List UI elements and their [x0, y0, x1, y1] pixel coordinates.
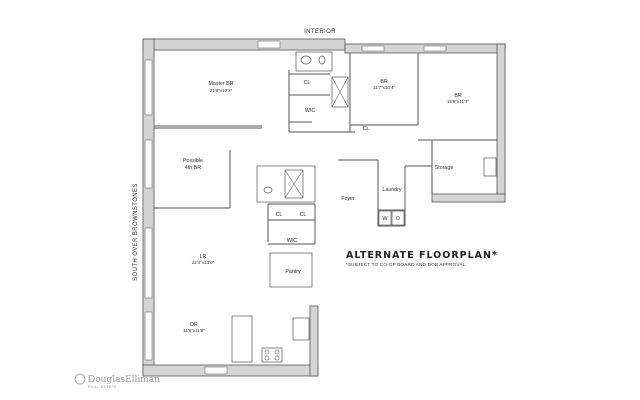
south-label: SOUTH OVER BROWNSTONES [133, 183, 139, 281]
toilet-icon [318, 55, 326, 65]
sink-center-icon [263, 186, 273, 194]
stove-icon [261, 347, 283, 363]
dryer-box [391, 210, 405, 226]
laundry-label: Laundry [382, 187, 401, 193]
interior-walls [154, 51, 497, 363]
lr-dim: 22'4"x13'9" [192, 260, 215, 265]
wall-bottom [142, 364, 319, 377]
kitchen-island [231, 315, 253, 363]
br2-label: BR [454, 93, 462, 99]
br1-dim: 11'7"x10'4" [373, 85, 396, 90]
wic-top-label: WIC [305, 108, 315, 114]
closet-mid2-label: CL [300, 212, 307, 218]
window-lr [144, 227, 153, 299]
window-bottom [204, 366, 228, 375]
wall-right [496, 43, 506, 203]
possible-br-label-2: 4th BR [185, 165, 201, 171]
br2-dim: 15'8"x11'7" [447, 99, 470, 104]
brand-name: DouglasElliman [88, 375, 160, 385]
master-br-dim: 21'6"x12'2" [210, 88, 233, 93]
possible-br-label-1: Possible [183, 158, 203, 164]
master-br-label: Master BR [208, 81, 233, 87]
interior-label: INTERIOR [304, 29, 336, 35]
window-top-3 [423, 45, 447, 52]
storage-label: Storage [435, 165, 454, 171]
brand-logo: DouglasElliman REAL ESTATE [74, 373, 160, 389]
closet-br-label: CL [363, 126, 370, 132]
toilet-storage-icon [483, 157, 497, 177]
br1-label: BR [380, 79, 388, 85]
wall-top-left [142, 38, 346, 51]
wic-mid-label: WIC [287, 238, 297, 244]
approval-note: *SUBJECT TO CO-OP BOARD AND DOB APPROVAL [346, 262, 466, 267]
wall-kitchen-right [309, 305, 319, 377]
window-master [144, 59, 153, 116]
window-top-1 [257, 40, 281, 49]
alternate-floorplan-title: ALTERNATE FLOORPLAN* [346, 250, 498, 261]
window-dr [144, 311, 153, 361]
sink-icon [300, 55, 312, 65]
closet-mid1-label: CL [276, 212, 283, 218]
lr-label: LR [200, 254, 207, 260]
wall-storage-bottom [431, 193, 506, 203]
washer-box [378, 210, 392, 226]
logo-icon [74, 373, 86, 385]
dryer-label: D [396, 216, 400, 222]
closet-top-label: CL [304, 80, 311, 86]
washer-label: W [383, 216, 388, 222]
window-possible [144, 139, 153, 189]
dr-dim: 11'8"x11'8" [183, 328, 205, 333]
pantry-label: Pantry [285, 269, 301, 275]
brand-sub: REAL ESTATE [88, 385, 117, 389]
foyer-label: Foyer [341, 196, 355, 202]
pantry-box [269, 252, 313, 288]
dr-label: DR [190, 322, 198, 328]
outer-walls [142, 38, 506, 377]
window-top-2 [361, 45, 385, 52]
fridge-box [292, 317, 310, 341]
